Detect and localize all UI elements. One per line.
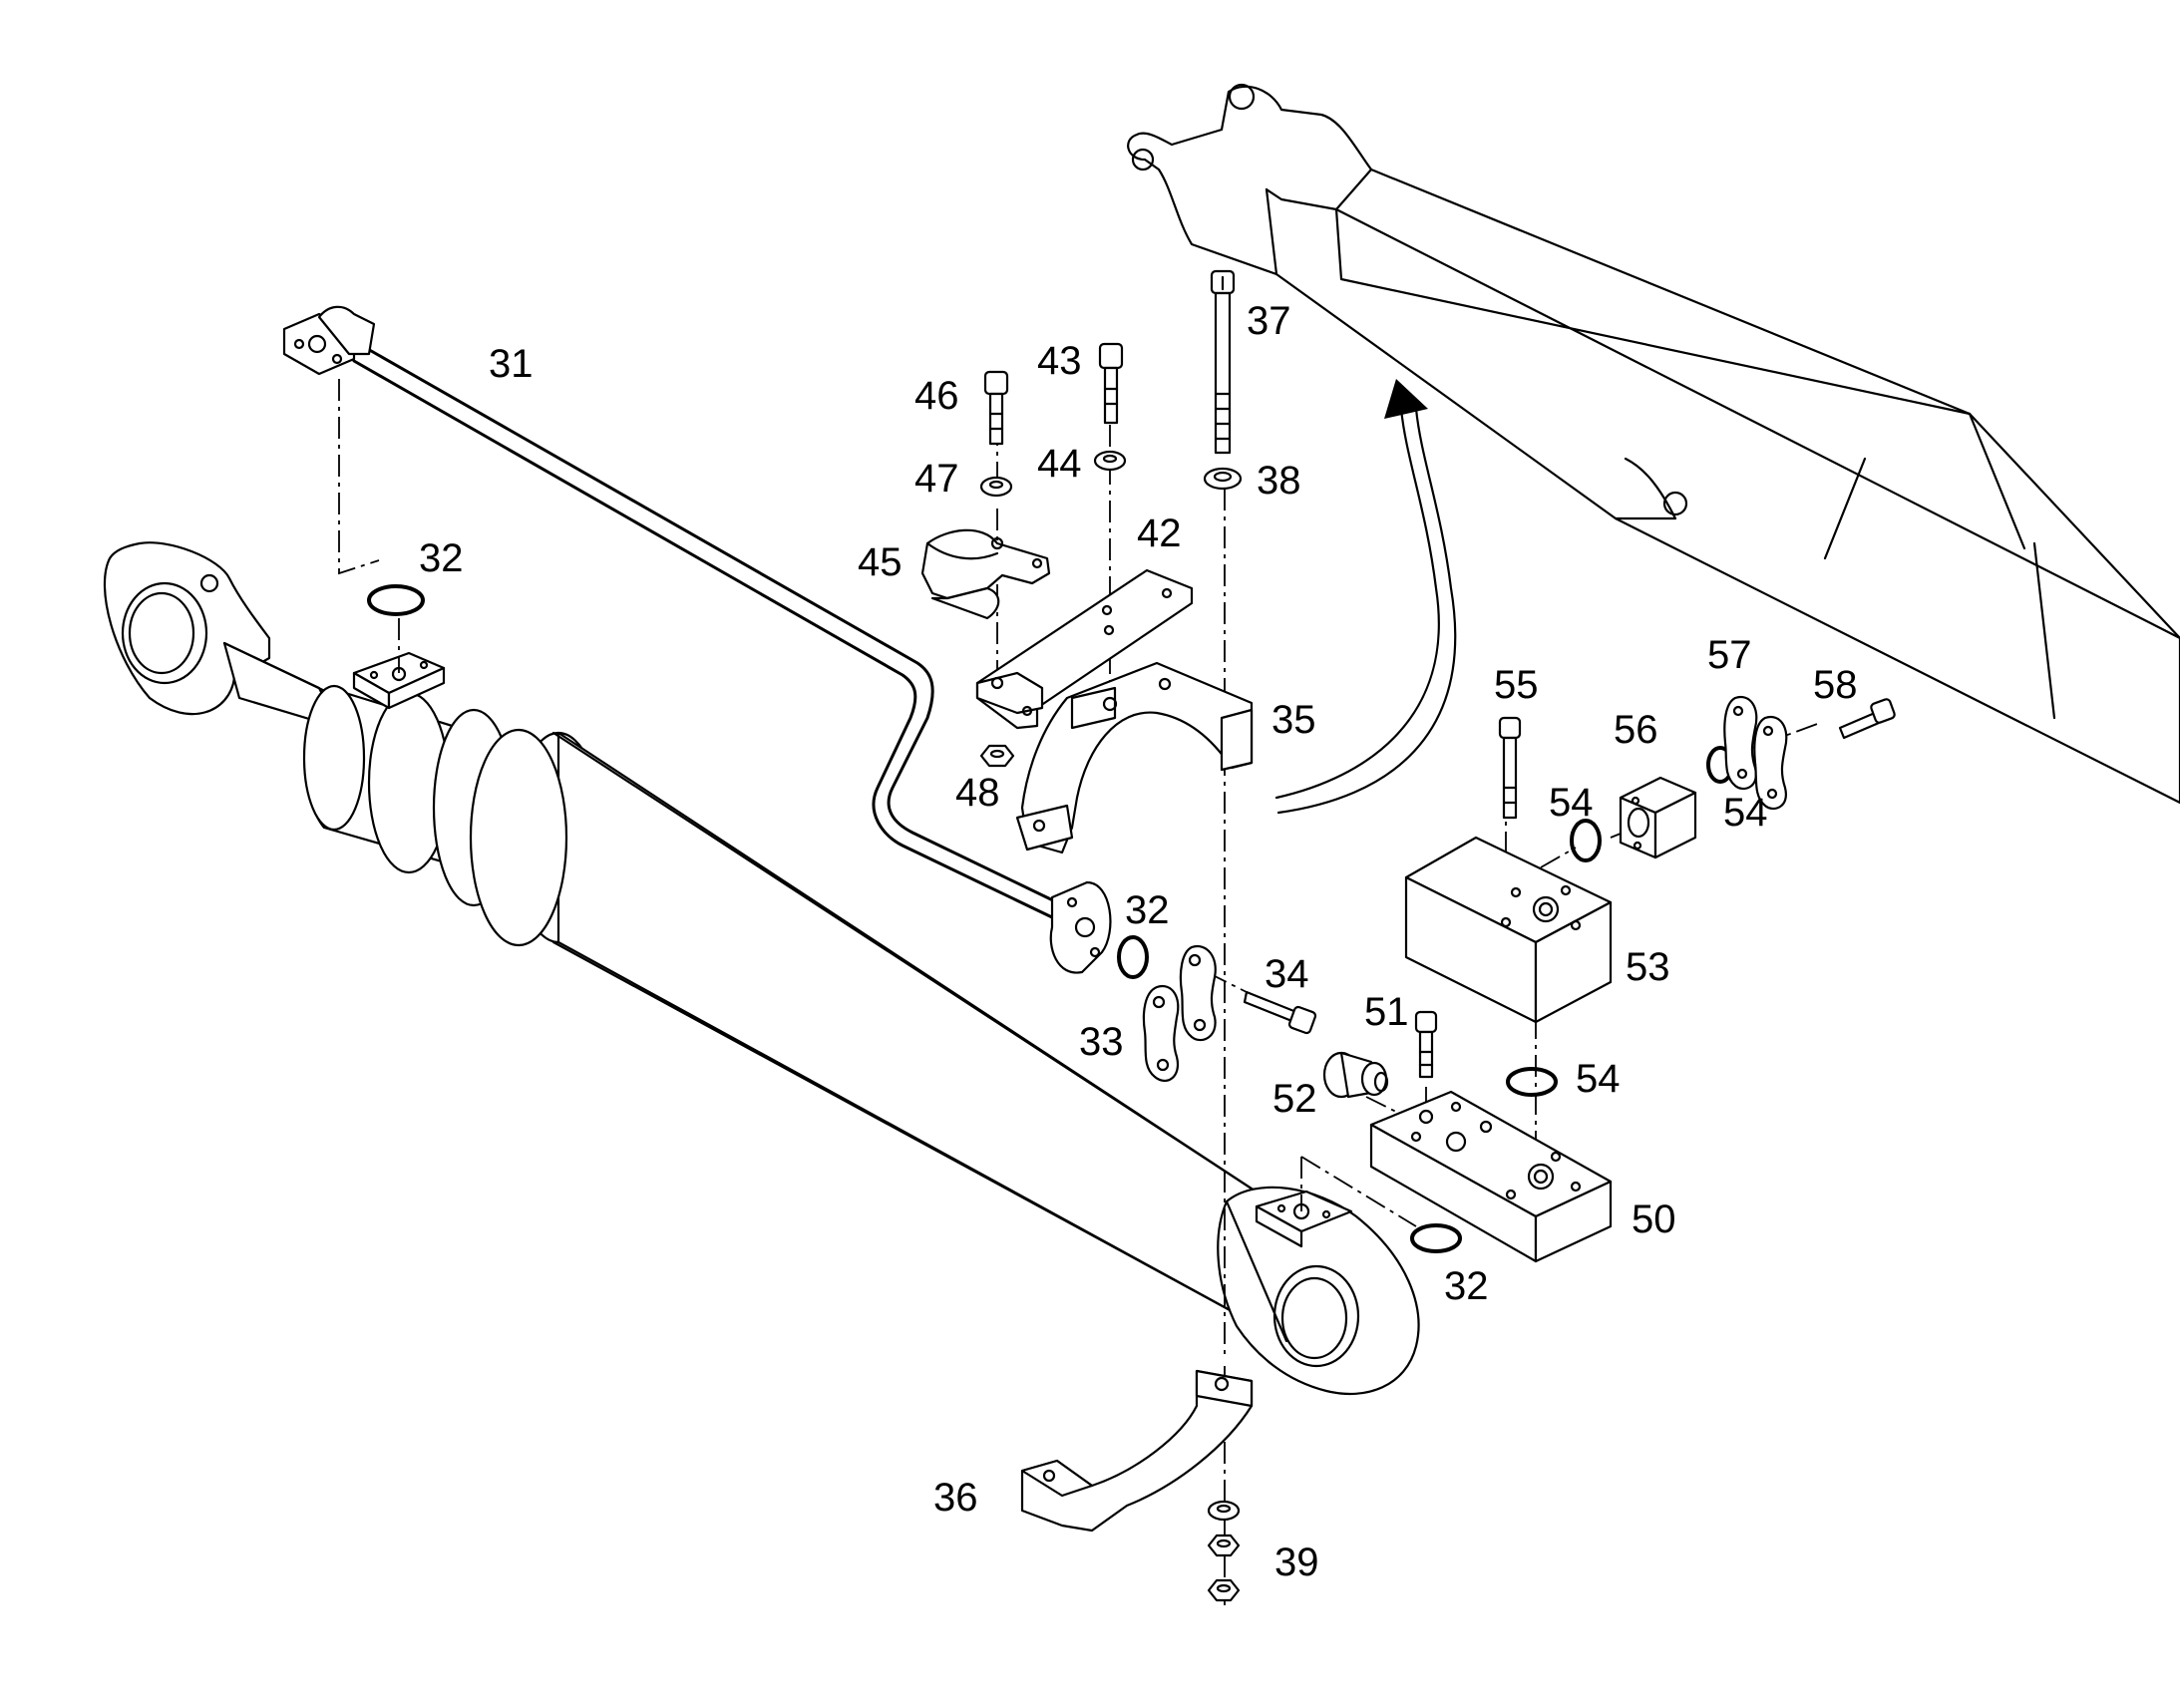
- bolt-43: [1098, 342, 1124, 425]
- callout-48: 48: [955, 771, 1000, 815]
- washer-38: [1203, 467, 1243, 491]
- o-ring-54-lower: [1506, 1067, 1558, 1097]
- o-ring-32-bottom: [1410, 1223, 1462, 1253]
- o-ring-54-upper: [1570, 819, 1602, 862]
- split-flange-33: [1142, 944, 1217, 1082]
- cylinder-port-pad-rear: [1255, 1190, 1353, 1248]
- bolt-46: [983, 370, 1009, 446]
- callout-53: 53: [1626, 945, 1670, 989]
- pipe-clamp-45: [920, 528, 1051, 620]
- callout-52: 52: [1272, 1077, 1317, 1121]
- bolt-55: [1498, 716, 1522, 820]
- callout-43: 43: [1037, 339, 1082, 383]
- flange-56: [1619, 776, 1697, 859]
- manifold-block-53: [1404, 836, 1613, 1024]
- callout-33: 33: [1079, 1020, 1124, 1064]
- callout-47: 47: [914, 457, 959, 501]
- boom-arm: [1127, 83, 2180, 805]
- nut-48: [979, 744, 1015, 768]
- callout-37: 37: [1247, 299, 1291, 343]
- o-ring-32-middle: [1117, 935, 1149, 979]
- callout-35: 35: [1272, 698, 1316, 742]
- callout-51: 51: [1364, 990, 1409, 1034]
- callout-34: 34: [1265, 952, 1309, 996]
- callout-31: 31: [489, 342, 534, 386]
- pipe-31: [282, 305, 1112, 974]
- callout-45: 45: [858, 540, 903, 584]
- callout-38: 38: [1257, 459, 1301, 503]
- clamp-half-35: [1015, 661, 1254, 854]
- callout-54-lower: 54: [1576, 1057, 1621, 1101]
- callout-54-right: 54: [1723, 791, 1768, 835]
- callout-58: 58: [1813, 663, 1858, 707]
- callout-57: 57: [1707, 633, 1752, 677]
- bolt-37: [1210, 269, 1236, 455]
- callout-44: 44: [1037, 442, 1082, 486]
- assembly-direction-arrow: [1274, 379, 1457, 815]
- bracket-42: [975, 568, 1194, 730]
- nut-washer-39: [1207, 1500, 1241, 1602]
- manifold-block-50: [1369, 1090, 1613, 1263]
- callout-54-upper: 54: [1549, 781, 1594, 825]
- callout-32-top: 32: [419, 536, 464, 580]
- clamp-half-36: [1020, 1369, 1254, 1533]
- plug-52: [1322, 1051, 1389, 1099]
- hydraulic-cylinder: [103, 541, 1420, 1396]
- callout-32-bottom: 32: [1444, 1264, 1489, 1308]
- callout-32-middle: 32: [1125, 888, 1170, 932]
- callout-39: 39: [1274, 1540, 1319, 1584]
- callout-labels: 31 32 32 32 33 34 35 36 37 38 39 42 43 4…: [419, 299, 1858, 1584]
- washer-47: [979, 476, 1013, 498]
- bolt-58: [1838, 698, 1896, 740]
- bolt-34: [1243, 990, 1317, 1035]
- callout-42: 42: [1137, 512, 1182, 555]
- callout-36: 36: [933, 1476, 978, 1520]
- split-flange-57: [1723, 695, 1788, 811]
- bolt-51: [1414, 1010, 1438, 1079]
- callout-50: 50: [1632, 1197, 1676, 1241]
- callout-46: 46: [914, 374, 959, 418]
- washer-44: [1093, 450, 1127, 472]
- callout-55: 55: [1494, 663, 1539, 707]
- callout-56: 56: [1614, 708, 1658, 752]
- o-ring-32-top: [367, 584, 425, 616]
